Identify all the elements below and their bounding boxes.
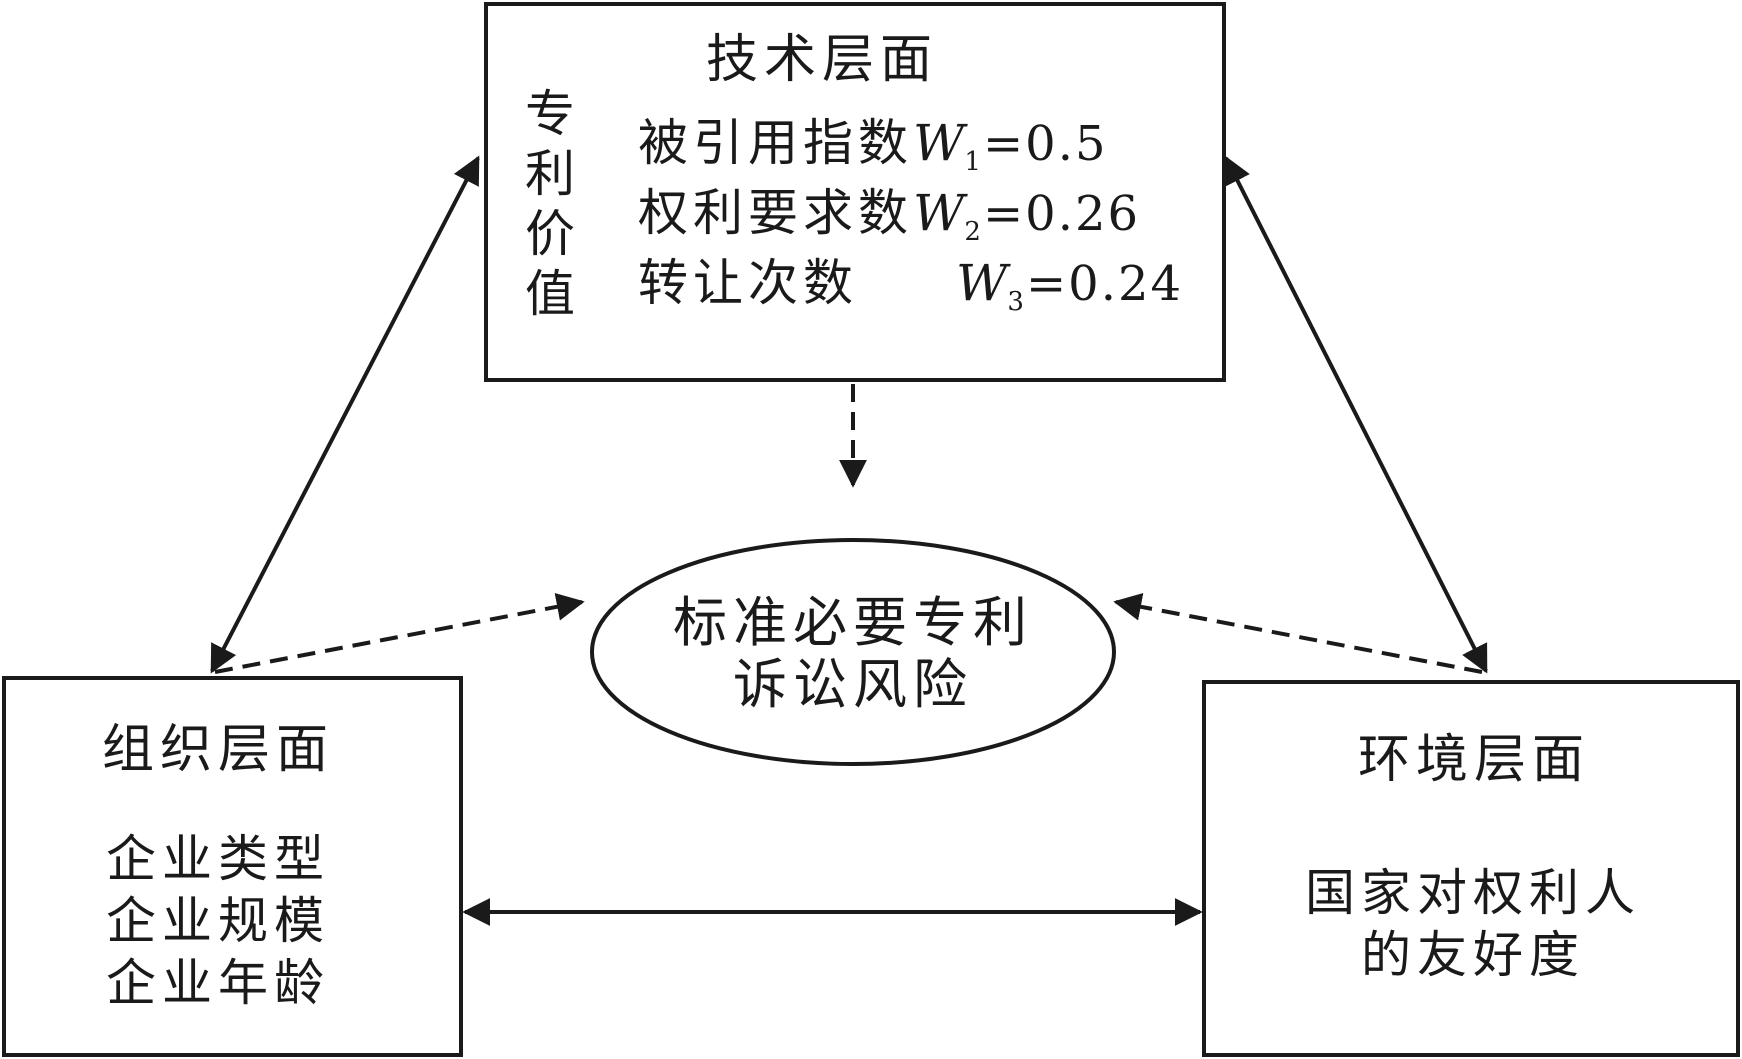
technical-layer-title: 技术层面 [706,30,939,90]
patent-value-char: 利 [525,145,575,203]
weight-value: =0.24 [1025,256,1184,312]
patent-value-char: 专 [525,85,575,143]
weight-symbol: W [913,114,965,172]
environment-layer-title: 环境层面 [1358,730,1591,790]
environment-layer-box: 环境层面 国家对权利人 的友好度 [1202,680,1740,1057]
indicator-row: 权利要求数W2=0.26 [638,188,1140,245]
org-center-link [214,592,585,674]
organization-layer-title: 组织层面 [102,720,335,780]
indicator-name: 被引用指数 [638,114,913,172]
center-label-line: 诉讼风险 [733,653,973,716]
weight-index: 3 [1007,287,1024,317]
tech-org-link [210,155,480,674]
organization-layer-box: 组织层面 企业类型 企业规模 企业年龄 [2,676,463,1057]
patent-value-label: 专 利 价 值 [522,84,578,324]
indicator-name: 权利要求数 [638,184,913,242]
organization-item: 企业年龄 [106,954,330,1012]
environment-line: 国家对权利人 [1305,864,1641,922]
indicator-row: 被引用指数W1=0.5 [638,118,1108,175]
patent-value-char: 值 [525,265,575,323]
weight-value: =0.26 [982,186,1141,242]
patent-value-char: 价 [525,205,575,263]
indicator-name: 转让次数 [638,254,858,312]
environment-description: 国家对权利人 的友好度 [1206,862,1740,986]
organization-item: 企业规模 [106,892,330,950]
organization-item: 企业类型 [106,830,330,888]
env-center-link [1113,592,1483,674]
technical-layer-box: 技术层面 [484,2,1226,382]
center-label-line: 标准必要专利 [673,591,1033,654]
environment-line: 的友好度 [1361,926,1585,984]
weight-value: =0.5 [982,116,1108,172]
weight-symbol: W [956,254,1008,312]
center-label: 标准必要专利 诉讼风险 [600,592,1106,716]
weight-index: 1 [964,147,981,177]
organization-items: 企业类型 企业规模 企业年龄 [106,828,330,1014]
tech-env-link [1224,155,1488,674]
weight-symbol: W [913,184,965,242]
weight-index: 2 [964,217,981,247]
center-ellipse [590,538,1116,766]
